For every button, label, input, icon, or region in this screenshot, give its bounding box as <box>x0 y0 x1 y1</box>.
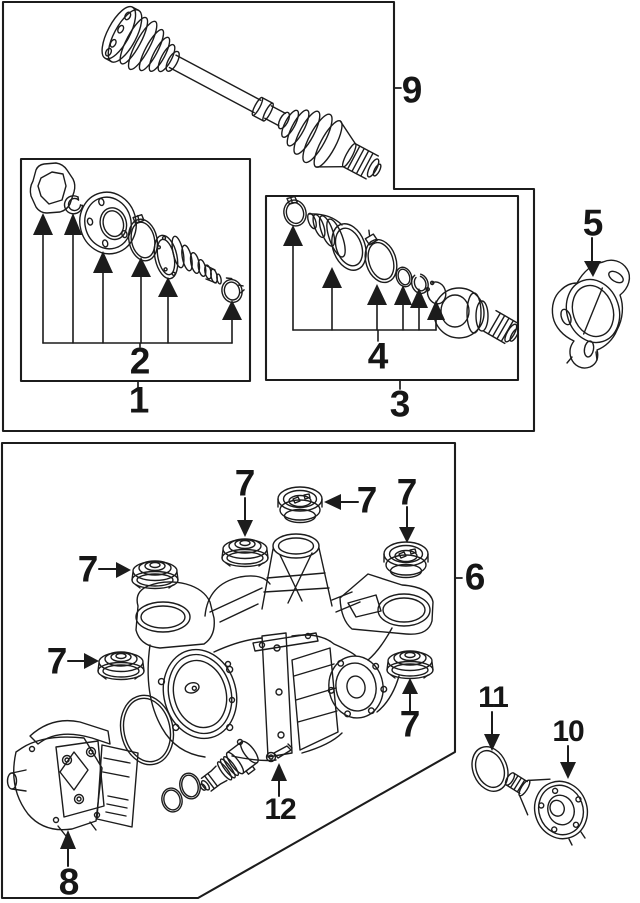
washer-art <box>395 266 413 288</box>
mount-bushings-art <box>97 486 434 681</box>
circlip-art <box>410 273 429 295</box>
axle-group-border <box>1 0 536 433</box>
outer-cv-joint-art <box>433 287 520 345</box>
callout-7-label: 7 <box>399 703 421 745</box>
leader-ticks <box>137 87 463 579</box>
gasket-art <box>29 162 76 214</box>
boot-clamp-small-art <box>283 195 307 227</box>
callout-7-label: 7 <box>356 479 378 521</box>
boot-clamp-art <box>127 214 159 262</box>
inner-joint-kit-box <box>19 157 252 383</box>
callout-7-label: 7 <box>77 548 99 590</box>
label-arrows <box>60 237 601 867</box>
callout-7-label: 7 <box>46 640 68 682</box>
callout-2-arrows <box>33 213 242 348</box>
inner-joint-parts-art <box>29 162 245 348</box>
o-ring-small-art <box>179 772 201 800</box>
callout-1-label: 1 <box>128 379 150 421</box>
output-flange-art <box>504 772 589 846</box>
drive-axle-assembly-art <box>101 5 382 180</box>
callout-5-label: 5 <box>582 202 604 244</box>
callout-10-label: 10 <box>552 715 584 748</box>
snap-ring-art <box>63 195 84 215</box>
differential-group-border <box>0 441 457 900</box>
pump-module-art <box>6 719 139 837</box>
callout-2-label: 2 <box>129 340 151 382</box>
outer-cv-boot-art <box>307 212 367 271</box>
outer-joint-parts-art <box>283 195 520 345</box>
o-ring-small-art <box>161 787 183 813</box>
callout-11-label: 11 <box>478 681 509 714</box>
callout-4-arrows <box>283 225 445 342</box>
callout-7-label: 7 <box>396 471 418 513</box>
vent-fitting-art <box>265 743 293 763</box>
solenoid-valve-art <box>199 740 259 792</box>
callout-12-label: 12 <box>264 793 296 826</box>
callout-4-label: 4 <box>367 335 389 377</box>
differential-carrier-art <box>135 533 434 762</box>
callout-9-label: 9 <box>401 69 423 111</box>
callout-3-label: 3 <box>389 383 411 425</box>
inner-cv-joint-art <box>79 191 137 255</box>
outer-joint-kit-box <box>264 194 520 382</box>
boot-clamp-small-art <box>221 277 245 304</box>
mounting-flange-art <box>551 259 631 369</box>
seal-ring-art <box>471 746 509 792</box>
group-boxes <box>0 0 536 900</box>
callout-8-label: 8 <box>58 861 80 903</box>
inner-cv-boot-art <box>153 234 222 285</box>
boot-clamp-art <box>364 229 398 284</box>
callout-7-label: 7 <box>234 462 256 504</box>
callout-6-label: 6 <box>464 556 486 598</box>
o-ring-large-art <box>119 694 175 766</box>
